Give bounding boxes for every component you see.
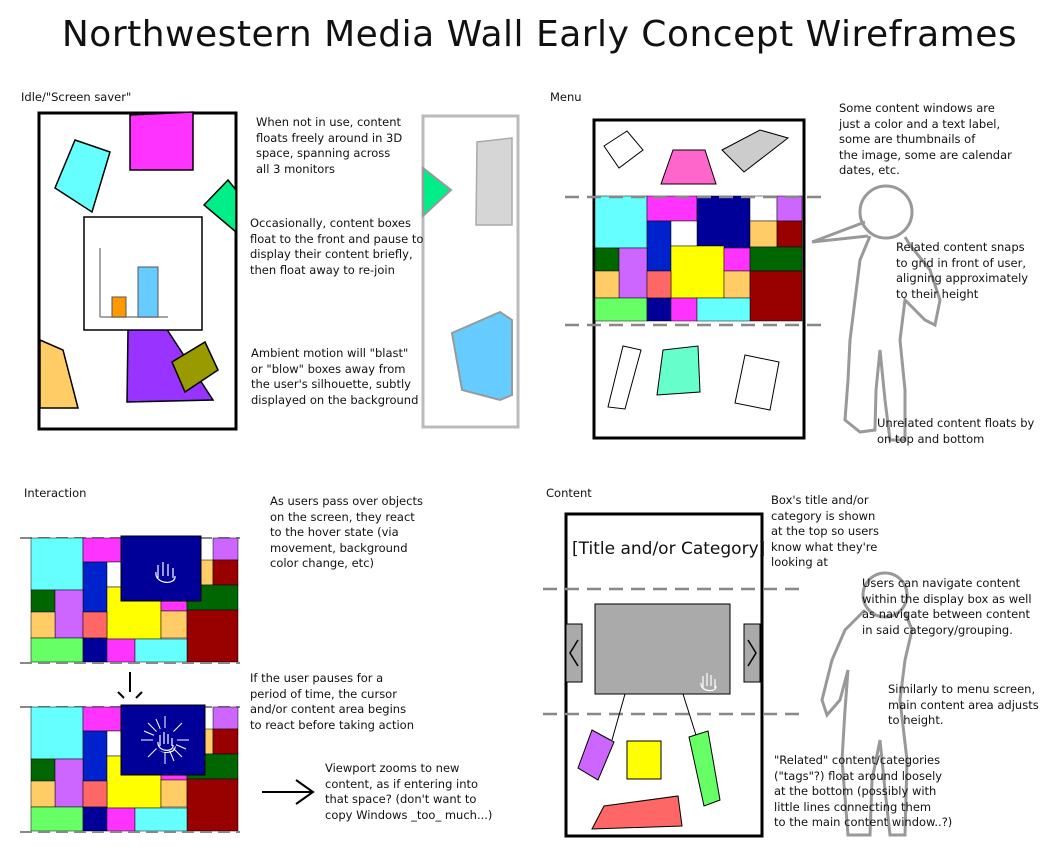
- interaction-panel-label: Interaction: [24, 486, 87, 500]
- interaction-note-2: If the user pauses for a period of time,…: [250, 671, 415, 732]
- page-title: Northwestern Media Wall Early Concept Wi…: [61, 14, 1018, 55]
- content-note-2: Users can navigate content within the di…: [862, 576, 1032, 637]
- idle-monitor: [37, 111, 238, 431]
- interaction-note-1: As users pass over objects on the screen…: [270, 494, 423, 570]
- menu-note-3: Unrelated content floats by on top and b…: [877, 416, 1035, 446]
- menu-panel-label: Menu: [550, 90, 582, 104]
- menu-user-silhouette: [811, 184, 942, 442]
- idle-panel-label: Idle/"Screen saver": [21, 90, 132, 104]
- menu-note-2: Related content snaps to grid in front o…: [896, 240, 1029, 301]
- right-arrow-icon: [262, 779, 315, 805]
- interaction-note-3: Viewport zooms to new content, as if ent…: [325, 761, 493, 822]
- menu-note-1: Some content windows are just a color an…: [839, 101, 1012, 177]
- menu-monitor: [565, 118, 826, 440]
- content-note-4: "Related" content/categories ("tags"?) f…: [774, 753, 953, 829]
- content-monitor: [543, 512, 800, 838]
- content-user-silhouette: [820, 571, 914, 837]
- content-note-3: Similarly to menu screen, main content a…: [888, 682, 1039, 727]
- idle-note-1: When not in use, content floats freely a…: [256, 115, 403, 176]
- interaction-grid-2: [20, 704, 240, 833]
- content-note-1: Box's title and/or category is shown at …: [771, 493, 879, 569]
- content-panel-label: Content: [546, 486, 592, 500]
- idle-side-monitor: [421, 114, 520, 429]
- idle-note-2: Occasionally, content boxes float to the…: [250, 216, 424, 277]
- down-arrow-icon: [117, 672, 143, 699]
- menu-grid: [594, 195, 803, 322]
- idle-note-3: Ambient motion will "blast" or "blow" bo…: [251, 346, 419, 407]
- interaction-grid-1: [20, 535, 240, 664]
- content-box-title: [Title and/or Category]: [572, 539, 766, 559]
